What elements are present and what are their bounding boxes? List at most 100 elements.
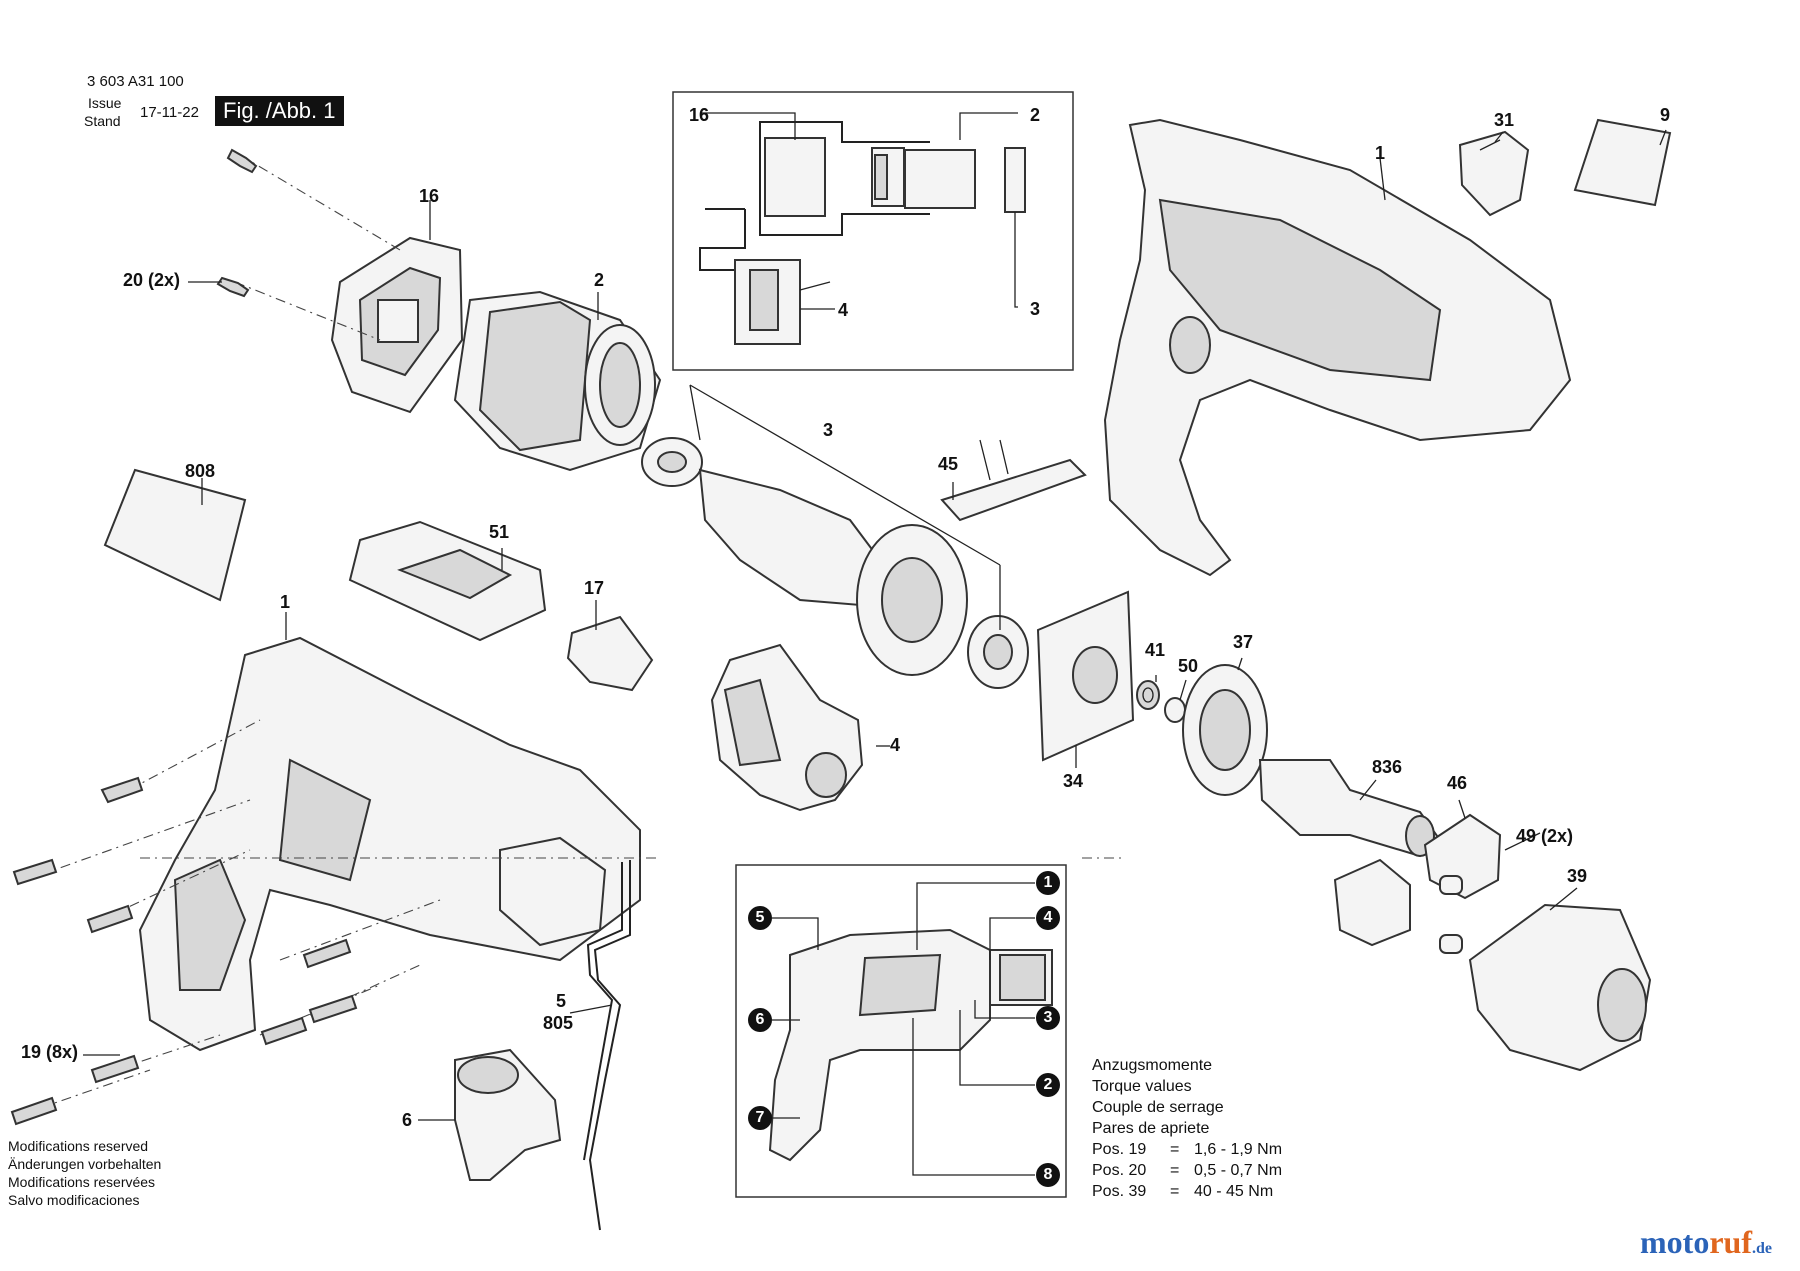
inset-label-16: 16 (689, 105, 710, 125)
inset-label-2: 2 (1030, 105, 1041, 125)
inset-2-leader (959, 112, 1018, 140)
part-17 (566, 615, 654, 692)
label-46: 46 (1447, 773, 1468, 793)
screw-20-b (216, 276, 250, 298)
overview-badge-6: 6 (748, 1008, 772, 1032)
baffle-plate-part (1036, 590, 1135, 762)
badge-5-leader (772, 917, 819, 950)
label-50: 50 (1178, 656, 1199, 676)
label-17: 17 (584, 578, 605, 598)
torque-title-de: Anzugsmomente (1092, 1057, 1213, 1074)
stator-part (453, 290, 662, 472)
overview-badge-2: 2 (1036, 1073, 1060, 1097)
screw-19-h (10, 1096, 58, 1126)
label-19: 19 (8x) (21, 1042, 79, 1062)
ring-50-part (1164, 697, 1186, 723)
label-31: 31 (1494, 110, 1515, 130)
torque-title-ro: Pares de apriete (1092, 1120, 1210, 1137)
label-9: 9 (1660, 105, 1671, 125)
figure-title: Fig. /Abb. 1 (215, 96, 344, 126)
torque-eq: = (1170, 1162, 1180, 1179)
torque-panel: Anzugsmomente Torque values Couple de se… (1092, 1055, 1282, 1202)
badge-2-leader (959, 1010, 1035, 1086)
housing-left-part (138, 636, 641, 1052)
modifications-line: Salvo modificaciones (8, 1192, 140, 1208)
chuck-part (1468, 903, 1652, 1072)
label-37: 37 (1233, 632, 1254, 652)
screw-19-d (302, 938, 352, 969)
torque-pos: Pos. 19 (1092, 1141, 1147, 1158)
overview-badge-1: 1 (1036, 871, 1060, 895)
label-5: 5 (556, 991, 567, 1011)
torque-value: 0,5 - 0,7 Nm (1194, 1162, 1283, 1179)
wiring-schematic (699, 121, 1026, 345)
label-1-left: 1 (280, 592, 291, 612)
screw-19-a (100, 776, 144, 804)
cable-protector-part (454, 1048, 562, 1181)
torque-eq: = (1170, 1183, 1180, 1200)
screw-20-axis-b (234, 281, 381, 341)
label-3: 3 (823, 420, 834, 440)
torque-value: 1,6 - 1,9 Nm (1194, 1141, 1283, 1158)
overview-badge-4: 4 (1036, 906, 1060, 930)
screw-19-b (12, 858, 58, 886)
label-805: 805 (543, 1013, 574, 1033)
badge-1-leader (916, 882, 1035, 950)
label-20: 20 (2x) (123, 270, 181, 290)
armature-part (641, 437, 1029, 689)
modifications-line: Modifications reservées (8, 1174, 156, 1190)
brand-part2: ruf (1709, 1224, 1752, 1260)
overview-badge-8: 8 (1036, 1163, 1060, 1187)
modifications-line: Änderungen vorbehalten (8, 1156, 162, 1172)
brush-holder-part (330, 236, 464, 414)
pin-49-b (1439, 934, 1463, 954)
overview-badge-7: 7 (748, 1106, 772, 1130)
torque-value: 40 - 45 Nm (1194, 1183, 1274, 1200)
drill-overview-illustration (768, 928, 1053, 1162)
brand-part1: moto (1640, 1224, 1710, 1260)
overview-badge-5: 5 (748, 906, 772, 930)
torque-title-en: Torque values (1092, 1078, 1192, 1095)
gear-37-part (1182, 664, 1268, 796)
torque-row: Pos. 20 = 0,5 - 0,7 Nm (1092, 1160, 1282, 1181)
screw-19-c (86, 904, 134, 934)
part-number: 3 603 A31 100 (87, 73, 184, 90)
screw-19-e (260, 1016, 308, 1046)
inset-label-4: 4 (838, 300, 849, 320)
label-808: 808 (185, 461, 216, 481)
pin-49-a (1439, 875, 1463, 895)
ring-41-part (1136, 680, 1160, 710)
spindle-part (1258, 759, 1442, 858)
housing-right-part (1103, 118, 1572, 577)
label-2: 2 (594, 270, 605, 290)
inset-label-3: 3 (1030, 299, 1041, 319)
label-49: 49 (2x) (1516, 826, 1574, 846)
label-836: 836 (1372, 757, 1403, 777)
label-4: 4 (890, 735, 901, 755)
torque-row: Pos. 19=1,6 - 1,9 Nm (1092, 1139, 1282, 1160)
label-9-part (1573, 118, 1672, 207)
inset-16-leader (700, 112, 796, 140)
overview-badge-3: 3 (1036, 1006, 1060, 1030)
screw-20-a (226, 148, 258, 174)
badge-3-leader (974, 1000, 1035, 1019)
part-45 (940, 458, 1087, 522)
issue-date: 17-11-22 (140, 104, 199, 121)
label-39: 39 (1567, 866, 1588, 886)
part-31 (1458, 130, 1530, 217)
torque-row: Pos. 39 = 40 - 45 Nm (1092, 1181, 1282, 1202)
modifications-notice: Modifications reserved Änderungen vorbeh… (8, 1137, 161, 1209)
label-1-right: 1 (1375, 143, 1386, 163)
label-808-part (103, 468, 247, 602)
label-6: 6 (402, 1110, 413, 1130)
overview-inset-frame (735, 864, 1067, 1198)
brand-logo: motoruf.de (1640, 1224, 1772, 1261)
torque-pos: Pos. 20 (1092, 1162, 1147, 1179)
torque-title-fr: Couple de serrage (1092, 1099, 1224, 1116)
torque-pos: Pos. 39 (1092, 1183, 1147, 1200)
brand-suffix: .de (1751, 1240, 1772, 1257)
badge-8-leader (912, 1018, 1035, 1176)
screw-20-axis-a (239, 154, 401, 251)
